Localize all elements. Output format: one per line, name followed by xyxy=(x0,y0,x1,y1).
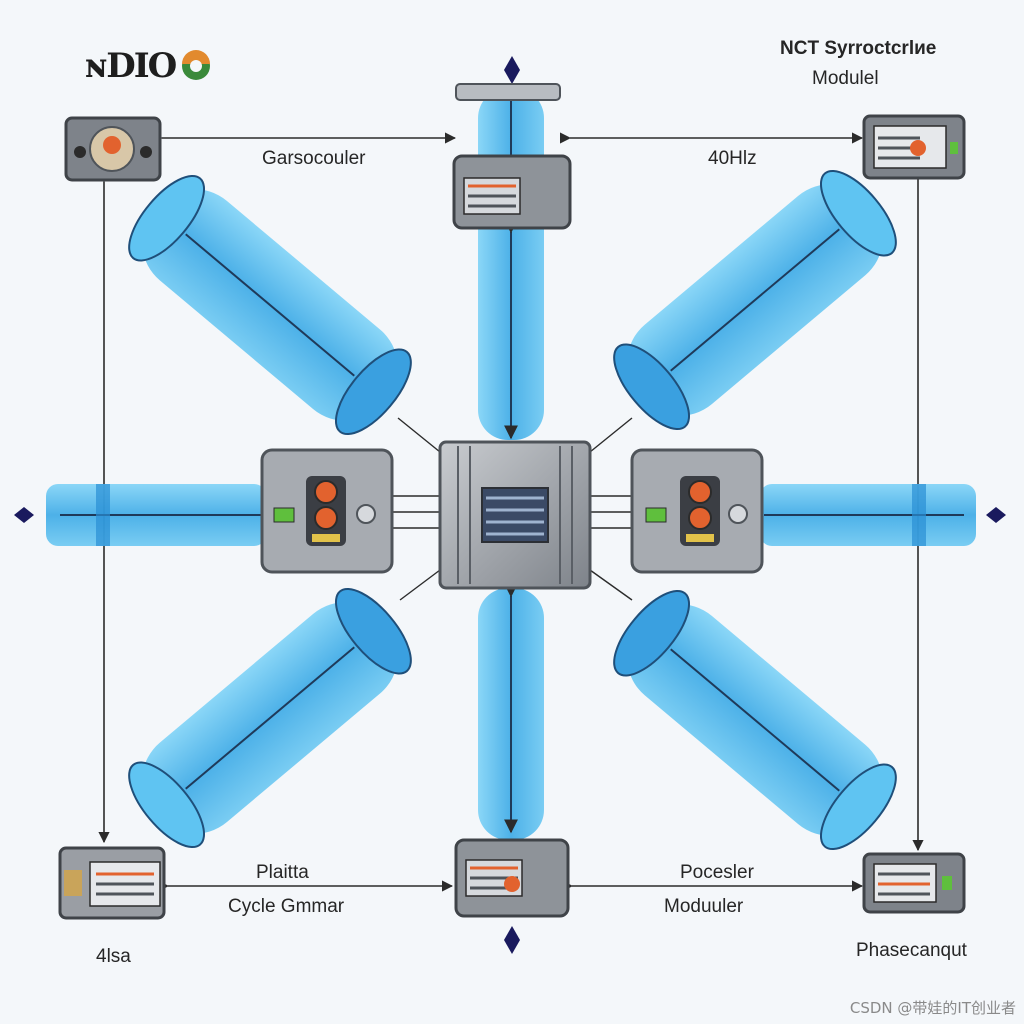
top-right-device[interactable] xyxy=(862,114,966,180)
logo-emblem-icon xyxy=(182,50,210,80)
tube-upper-right xyxy=(613,169,897,431)
center-processor-unit[interactable] xyxy=(438,440,592,590)
tube-vertical-top xyxy=(478,88,544,440)
title-line-1: NCT Syrroctcrlиe xyxy=(780,38,937,59)
label-bottom-left-line-1: Plaitta xyxy=(256,862,309,883)
right-control-unit[interactable] xyxy=(630,448,764,574)
top-center-module[interactable] xyxy=(452,83,572,230)
watermark: CSDN @带娃的IT创业者 xyxy=(849,999,1016,1017)
direction-markers xyxy=(14,56,1006,954)
label-bottom-right-corner: Phasecanqut xyxy=(856,940,967,961)
tube-horizontal-right xyxy=(760,484,976,546)
label-bottom-right-line-1: Pocesler xyxy=(680,862,754,883)
marker-top xyxy=(504,56,520,84)
left-control-unit[interactable] xyxy=(260,448,394,574)
label-bottom-right-line-2: Moduuler xyxy=(664,896,744,917)
logo-text: ɴDIO xyxy=(84,46,177,86)
top-left-device[interactable] xyxy=(64,116,162,182)
bottom-center-module[interactable] xyxy=(454,838,570,918)
cables xyxy=(392,417,633,601)
logo: ɴDIO xyxy=(84,40,234,96)
tube-lower-left xyxy=(128,587,412,849)
tube-vertical-bottom xyxy=(478,583,544,840)
label-bottom-left-corner: 4lsa xyxy=(96,946,131,967)
label-top-right: 40Hlz xyxy=(708,148,757,169)
marker-right xyxy=(986,507,1006,523)
bottom-left-device[interactable] xyxy=(58,846,166,920)
tube-horizontal-left xyxy=(46,484,266,546)
title-line-2: Modulel xyxy=(812,68,879,89)
tube-lower-right xyxy=(613,589,897,851)
tube-upper-left xyxy=(128,174,412,436)
marker-left xyxy=(14,507,34,523)
label-bottom-left-line-2: Cycle Gmmar xyxy=(228,896,345,917)
label-top-left: Garsocouler xyxy=(262,148,366,169)
marker-bottom xyxy=(504,926,520,954)
bottom-right-device[interactable] xyxy=(862,852,966,914)
